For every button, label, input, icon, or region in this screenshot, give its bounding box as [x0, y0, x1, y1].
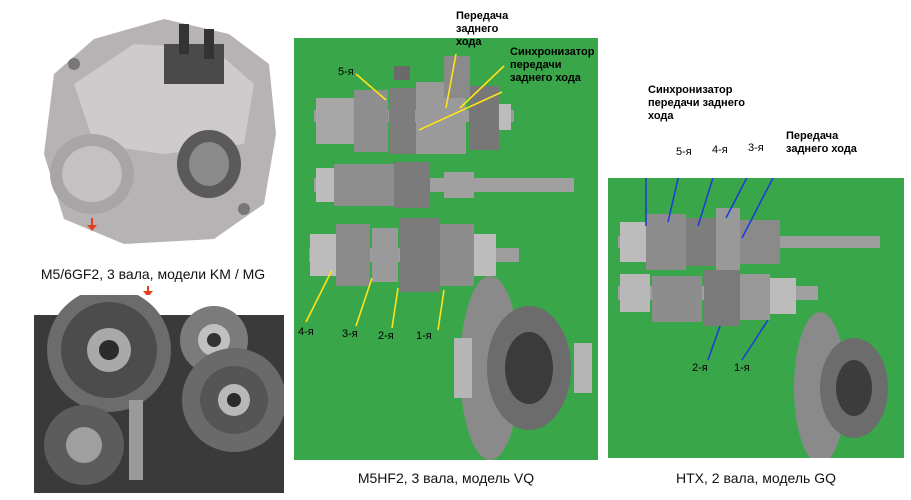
label-htx-reverse-synchronizer: Синхронизатор передачи заднего хода: [648, 84, 745, 122]
label-htx-gear-1: 1-я: [734, 362, 750, 374]
label-reverse-gear-top: Передача заднего хода: [456, 10, 509, 48]
m5hf2-shafts-illustration: [309, 56, 592, 460]
htx-pointer-lines: [645, 178, 774, 361]
htx-gear-panel: 2-я 1-я: [608, 178, 904, 458]
right-caption: HTX, 2 вала, модель GQ: [676, 470, 836, 486]
label-htx-gear-3: 3-я: [748, 142, 764, 154]
htx-shafts-illustration: [618, 208, 888, 458]
label-gear-5: 5-я: [338, 66, 354, 78]
label-reverse-synchronizer-top: Синхронизатор передачи заднего хода: [510, 46, 595, 84]
gearbox-housing-illustration: [14, 4, 284, 256]
middle-caption: M5HF2, 3 вала, модель VQ: [357, 470, 535, 486]
gear-assembly-illustration: [14, 295, 284, 493]
label-gear-3: 3-я: [342, 328, 358, 340]
left-caption: M5/6GF2, 3 вала, модели KM / MG: [40, 266, 266, 282]
label-gear-1: 1-я: [416, 330, 432, 342]
label-htx-reverse-gear: Передача заднего хода: [786, 130, 857, 155]
label-gear-4: 4-я: [298, 326, 314, 338]
red-pointer-arrow-icon: [87, 218, 97, 231]
label-htx-gear-2: 2-я: [692, 362, 708, 374]
red-down-arrow-icon: [143, 286, 153, 297]
label-htx-gear-4: 4-я: [712, 144, 728, 156]
label-htx-gear-5: 5-я: [676, 146, 692, 158]
m5hf2-pointer-lines: [305, 53, 505, 331]
m5hf2-gear-panel: 5-я 4-я 3-я 2-я 1-я: [294, 38, 598, 460]
gear-assembly-photo: [14, 295, 284, 493]
label-gear-2: 2-я: [378, 330, 394, 342]
gearbox-housing-photo: [14, 4, 284, 256]
